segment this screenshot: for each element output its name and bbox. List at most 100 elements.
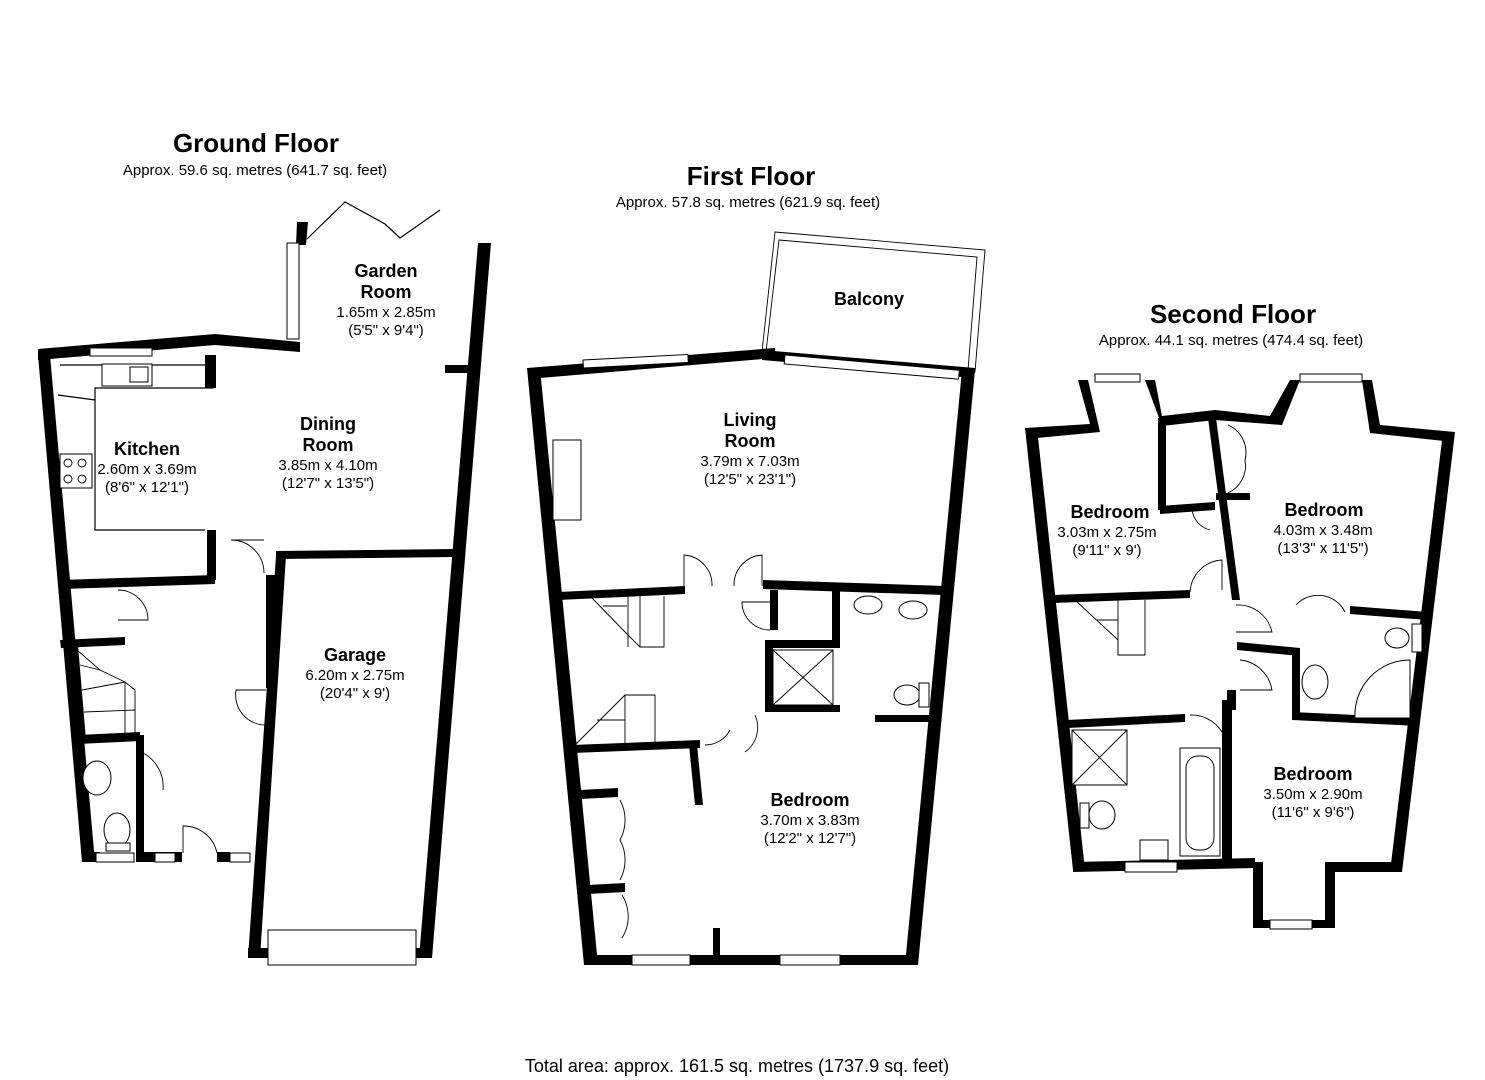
bay-window — [1269, 919, 1313, 930]
wc-toilet — [103, 812, 131, 848]
bedroom-window — [1299, 373, 1363, 383]
porch-window-right — [229, 852, 251, 863]
ensuite-cistern — [1411, 623, 1423, 653]
second-bed2-cupboard — [1216, 493, 1250, 500]
dining-door — [230, 539, 265, 574]
stair-tread — [83, 709, 136, 713]
balcony-name: Balcony — [834, 289, 904, 309]
first-right-wall — [905, 370, 975, 965]
second-ensuite-side — [1292, 650, 1300, 718]
stair-tread — [81, 681, 126, 691]
bedroom-door-2 — [744, 714, 759, 753]
wc-window — [95, 852, 135, 863]
ground-stairs-outline — [76, 649, 136, 735]
bedroom-door — [1189, 559, 1223, 593]
second-left-wall — [1025, 428, 1085, 870]
first-shower-wall — [765, 640, 840, 648]
cupboard-door — [621, 894, 629, 939]
kitchen-worktop-edge — [57, 394, 96, 401]
second-top-mid — [1145, 380, 1300, 426]
balcony-door-glazing — [783, 354, 960, 380]
garden-room-name: Garden — [354, 261, 417, 281]
second-bedroom-1-imperial: (9'11" x 9') — [1072, 542, 1141, 559]
first-bottom-stub — [713, 928, 720, 955]
second-bedroom-3-metric: 3.50m x 2.90m — [1263, 786, 1362, 803]
second-bath-top — [1067, 714, 1185, 728]
living-room-imperial: (12'5" x 23'1") — [704, 471, 796, 488]
first-bath-top — [763, 580, 945, 595]
ensuite-door — [1295, 594, 1346, 613]
dining-room-imperial: (12'7" x 13'5") — [282, 475, 374, 492]
dining-room-name-2: Room — [303, 435, 354, 455]
bedroom-door — [704, 729, 731, 746]
wc-cistern — [105, 842, 131, 852]
stair-tread — [79, 664, 101, 671]
first-cupboard-wall — [580, 788, 618, 799]
fireplace — [552, 439, 582, 521]
garden-room-metric: 1.65m x 2.85m — [336, 304, 435, 321]
first-bed-wall — [689, 745, 703, 805]
first-bedroom-metric: 3.70m x 3.83m — [760, 812, 859, 829]
bathroom-basin — [1139, 839, 1169, 861]
second-bedroom-1-metric: 3.03m x 2.75m — [1057, 524, 1156, 541]
second-ensuite-left — [1237, 642, 1300, 656]
second-bay-bottom-r — [1312, 920, 1335, 928]
second-bed2-left — [1208, 418, 1240, 600]
garage-name: Garage — [324, 645, 386, 665]
first-landing-wall — [558, 586, 685, 600]
shower-diagonal — [1071, 729, 1128, 786]
hob-ring — [77, 458, 87, 468]
bathroom-toilet — [1088, 800, 1116, 830]
ground-right-wall — [419, 243, 491, 958]
living-double-door-right — [733, 554, 763, 587]
bathroom-door — [741, 601, 771, 631]
kitchen-sink-bowl — [129, 366, 149, 383]
front-door — [182, 825, 218, 854]
first-cupboard-wall-2 — [587, 883, 625, 894]
second-floor-plan: Second Floor Approx. 44.1 sq. metres (47… — [1025, 299, 1455, 930]
second-bedroom-2-name: Bedroom — [1284, 500, 1363, 520]
ground-garage-left — [248, 556, 286, 958]
second-bath-right — [1222, 700, 1232, 868]
second-bay-left — [1253, 862, 1263, 928]
second-bedroom-2-imperial: (13'3" x 11'5") — [1277, 540, 1368, 557]
bath-inner — [1185, 755, 1215, 851]
first-bedroom-imperial: (12'2" x 12'7") — [764, 830, 856, 847]
bathroom-basin — [853, 595, 883, 615]
kitchen-hob — [59, 453, 93, 489]
bathroom-toilet — [893, 684, 921, 706]
kitchen-worktop — [60, 364, 214, 531]
hob-ring — [63, 474, 73, 484]
garden-room-name-2: Room — [361, 282, 412, 302]
first-bed-top — [572, 740, 700, 753]
second-bed1-cupboard — [1160, 502, 1215, 514]
first-shower-bottom — [765, 705, 840, 712]
living-room-metric: 3.79m x 7.03m — [700, 453, 799, 470]
garage-door — [267, 929, 417, 966]
first-shower-left — [765, 645, 773, 712]
second-ensuite-bottom — [1292, 712, 1418, 726]
cupboard-door — [117, 589, 149, 621]
ensuite-shower — [1354, 659, 1411, 719]
ground-wc-top — [78, 732, 140, 744]
first-bottom-left — [584, 955, 632, 965]
first-floor-area: Approx. 57.8 sq. metres (621.9 sq. feet) — [616, 194, 880, 211]
garage-metric: 6.20m x 2.75m — [305, 667, 404, 684]
kitchen-name: Kitchen — [114, 439, 180, 459]
bathroom-basin — [898, 600, 928, 620]
kitchen-metric: 2.60m x 3.69m — [97, 461, 196, 478]
ground-stair-wall — [70, 645, 86, 740]
bedroom-window-left — [631, 954, 691, 966]
bedroom-window — [1094, 373, 1141, 383]
second-stair-wall — [1227, 690, 1236, 710]
total-area: Total area: approx. 161.5 sq. metres (17… — [525, 1056, 949, 1076]
ground-outer-wall — [38, 334, 300, 360]
wc-basin — [82, 760, 112, 796]
first-stairs-upper — [589, 595, 665, 648]
bathroom-cistern — [918, 682, 930, 708]
ground-wc-wall — [136, 735, 144, 862]
shower-diagonal — [772, 649, 834, 706]
balcony-outline — [761, 231, 986, 373]
bathroom-door — [1189, 714, 1226, 739]
